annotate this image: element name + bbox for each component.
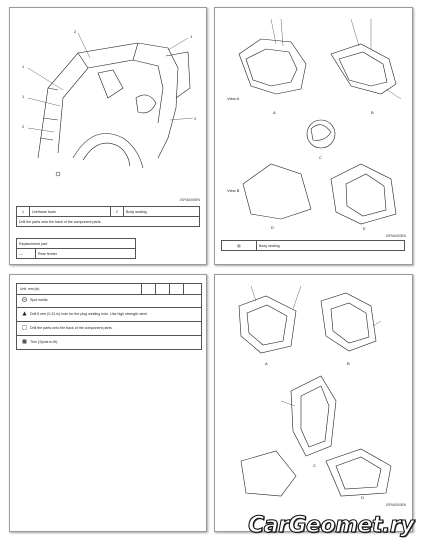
part-symbol: — <box>16 248 36 259</box>
replacement-title: Replacement part <box>16 238 136 249</box>
legend-symbol: ▨ <box>221 240 257 251</box>
legend-label: Urethane foam <box>29 206 111 217</box>
svg-text:2: 2 <box>22 124 25 129</box>
callout-label: A <box>265 361 268 366</box>
hatched-square-icon <box>22 339 27 345</box>
legend-note: Drill the parts onto the back of the com… <box>16 216 200 227</box>
unit-header: Unit: mm (in) <box>16 283 202 295</box>
callout-label: C <box>313 463 316 468</box>
callout-label: D <box>271 225 274 230</box>
legend-symbol: 2 <box>110 206 124 217</box>
footer-code: JSPIA0000EN <box>385 503 406 507</box>
unit-title: Unit: mm (in) <box>20 287 40 291</box>
sealing-location-diagram: A B C D E View A View B <box>227 18 402 231</box>
list-item-text: Trim (Spots to fit) <box>30 340 58 344</box>
view-label: View A <box>227 96 239 101</box>
callout-label: D <box>361 495 364 500</box>
dashed-square-icon <box>22 325 27 331</box>
document-page-3: Unit: mm (in) Spot welds Drill 8 mm (0.3… <box>9 274 207 532</box>
legend-label: Body sealing <box>256 240 405 251</box>
spot-weld-icon <box>22 297 27 303</box>
callout-label: B <box>371 110 374 115</box>
drill-hole-icon <box>22 311 27 317</box>
callout-label: C <box>319 155 322 160</box>
list-item: Drill the parts onto the back of the com… <box>16 321 202 336</box>
document-page-4: A B C D JSPIA0000EN <box>214 274 413 532</box>
list-item-text: Drill the parts onto the back of the com… <box>30 326 113 330</box>
list-item: Trim (Spots to fit) <box>16 335 202 350</box>
callout-label: E <box>363 226 366 231</box>
list-item-text: Drill 8 mm (0.31 in) hole for the plug w… <box>30 312 148 316</box>
symbol-legend-table: ▨ Body sealing <box>221 240 405 251</box>
rear-fender-diagram: 1 1 2 1 2 2 <box>22 29 197 177</box>
replacement-part: Rear fender <box>35 248 136 259</box>
symbol-legend-table: 1 Urethane foam 2 Body sealing Drill the… <box>16 206 200 227</box>
list-item: Spot welds <box>16 293 202 308</box>
callout-label: B <box>347 361 350 366</box>
svg-text:2: 2 <box>194 116 197 121</box>
list-item: Drill 8 mm (0.31 in) hole for the plug w… <box>16 307 202 322</box>
view-label: View B <box>227 188 240 193</box>
svg-text:1: 1 <box>22 94 25 99</box>
welding-location-diagram: A B C D <box>238 285 392 500</box>
legend-symbol: 1 <box>16 206 30 217</box>
svg-text:1: 1 <box>22 64 25 69</box>
svg-text:1: 1 <box>190 34 193 39</box>
svg-text:2: 2 <box>74 29 77 34</box>
legend-label: Body sealing <box>123 206 200 217</box>
footer-code: JSPIA0000EN <box>385 234 406 238</box>
replacement-part-table: Replacement part — Rear fender <box>16 238 136 259</box>
list-item-text: Spot welds <box>30 298 48 302</box>
document-page-2: A B C D E View A View B JSPIA0000EN ▨ Bo… <box>214 7 413 265</box>
callout-label: A <box>273 110 276 115</box>
watermark-logo: CarGeomet.ry <box>248 512 415 538</box>
footer-code: JSPIA0000EN <box>179 198 200 202</box>
document-page-1: 1 1 2 1 2 2 JSPIA0000EN 1 Urethane foam 2 Bo… <box>9 7 207 265</box>
